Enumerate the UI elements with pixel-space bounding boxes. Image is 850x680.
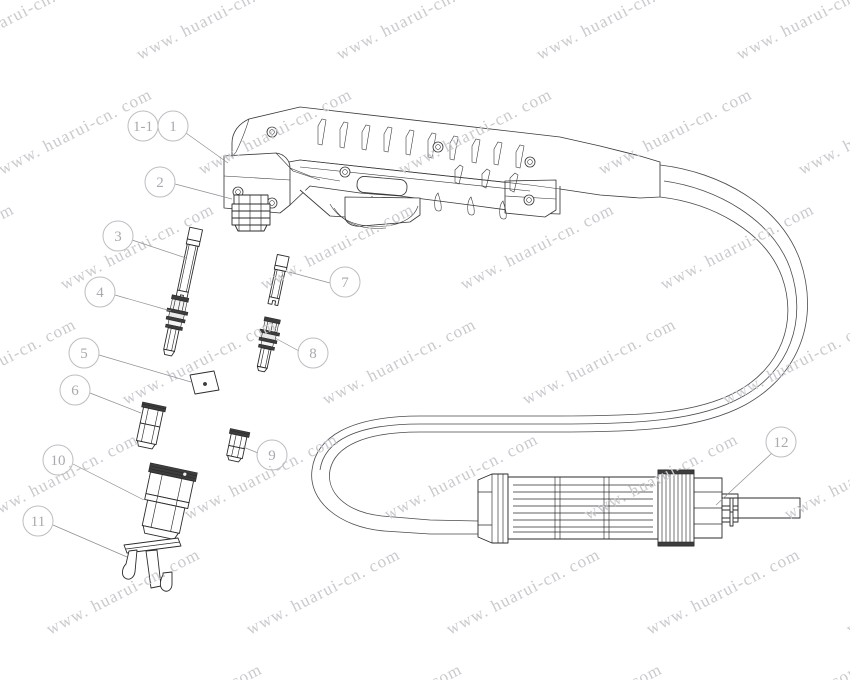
torch-handle-grip: [223, 106, 661, 229]
part-2-retaining-cap: [231, 194, 271, 232]
torch-lead-hose: [311, 164, 808, 535]
part-11-standoff-guide: [122, 537, 182, 592]
callout-circle-2: [144, 166, 176, 198]
body-screw: [232, 126, 536, 209]
callout-circle-5: [68, 337, 100, 369]
callout-4[interactable]: 4: [84, 276, 116, 308]
callout-9[interactable]: 9: [256, 439, 288, 471]
callout-circle-6: [59, 374, 91, 406]
callout-label-3: 3: [114, 229, 122, 245]
callout-12[interactable]: 12: [765, 426, 797, 458]
part-7-electrode-short: [267, 253, 290, 307]
part-6-nozzle-sleeve: [136, 401, 167, 450]
callout-label-8: 8: [309, 346, 317, 362]
part-10-shield-cup: [141, 462, 198, 540]
callout-label-6: 6: [71, 383, 79, 399]
callout-label-1-1: 1-1: [133, 119, 153, 135]
callout-label-12: 12: [774, 435, 789, 451]
callout-label-5: 5: [80, 346, 88, 362]
callout-leader-9: [242, 446, 259, 454]
callout-6[interactable]: 6: [59, 374, 91, 406]
callout-circle-1: [157, 110, 189, 142]
callout-leader-6: [89, 392, 142, 414]
part-4-swirl-ring-assembly: [163, 294, 190, 357]
part-3-electrode-long: [175, 226, 203, 301]
part-12-power-cable-connector: [477, 469, 801, 547]
part-9-nozzle-short: [226, 428, 251, 463]
callout-leader-10: [72, 463, 145, 501]
callout-circle-10: [42, 444, 74, 476]
callout-1-1[interactable]: 1-1: [127, 110, 159, 142]
callout-7[interactable]: 7: [329, 266, 361, 298]
callout-leader-3: [131, 239, 187, 259]
callout-label-2: 2: [156, 175, 164, 191]
callout-circle-8: [297, 337, 329, 369]
callout-leader-7: [288, 271, 331, 284]
callout-leader-5: [98, 354, 192, 383]
callout-leader-4: [114, 294, 172, 312]
callout-circle-9: [256, 439, 288, 471]
callout-leader-2: [174, 183, 233, 200]
callout-leader-11: [52, 524, 128, 558]
part-5-flat-gasket-plate: [189, 370, 220, 395]
callout-circle-12: [765, 426, 797, 458]
callout-11[interactable]: 11: [22, 505, 54, 537]
callout-label-7: 7: [341, 275, 349, 291]
callout-label-4: 4: [96, 285, 104, 301]
callout-5[interactable]: 5: [68, 337, 100, 369]
callout-circle-7: [329, 266, 361, 298]
callout-label-11: 11: [31, 514, 45, 530]
callout-label-1: 1: [169, 119, 177, 135]
callout-2[interactable]: 2: [144, 166, 176, 198]
callout-1[interactable]: 1: [157, 110, 189, 142]
callout-label-10: 10: [51, 453, 66, 469]
callout-8[interactable]: 8: [297, 337, 329, 369]
callout-10[interactable]: 10: [42, 444, 74, 476]
callout-circle-4: [84, 276, 116, 308]
callout-leader-1: [185, 132, 229, 164]
callout-leader-8: [274, 337, 300, 352]
callout-circle-11: [22, 505, 54, 537]
callout-3[interactable]: 3: [102, 220, 134, 252]
callout-leader-12: [715, 452, 773, 506]
callout-label-9: 9: [268, 448, 276, 464]
callout-circle-3: [102, 220, 134, 252]
part-8-swirl-ring-short: [256, 316, 281, 373]
